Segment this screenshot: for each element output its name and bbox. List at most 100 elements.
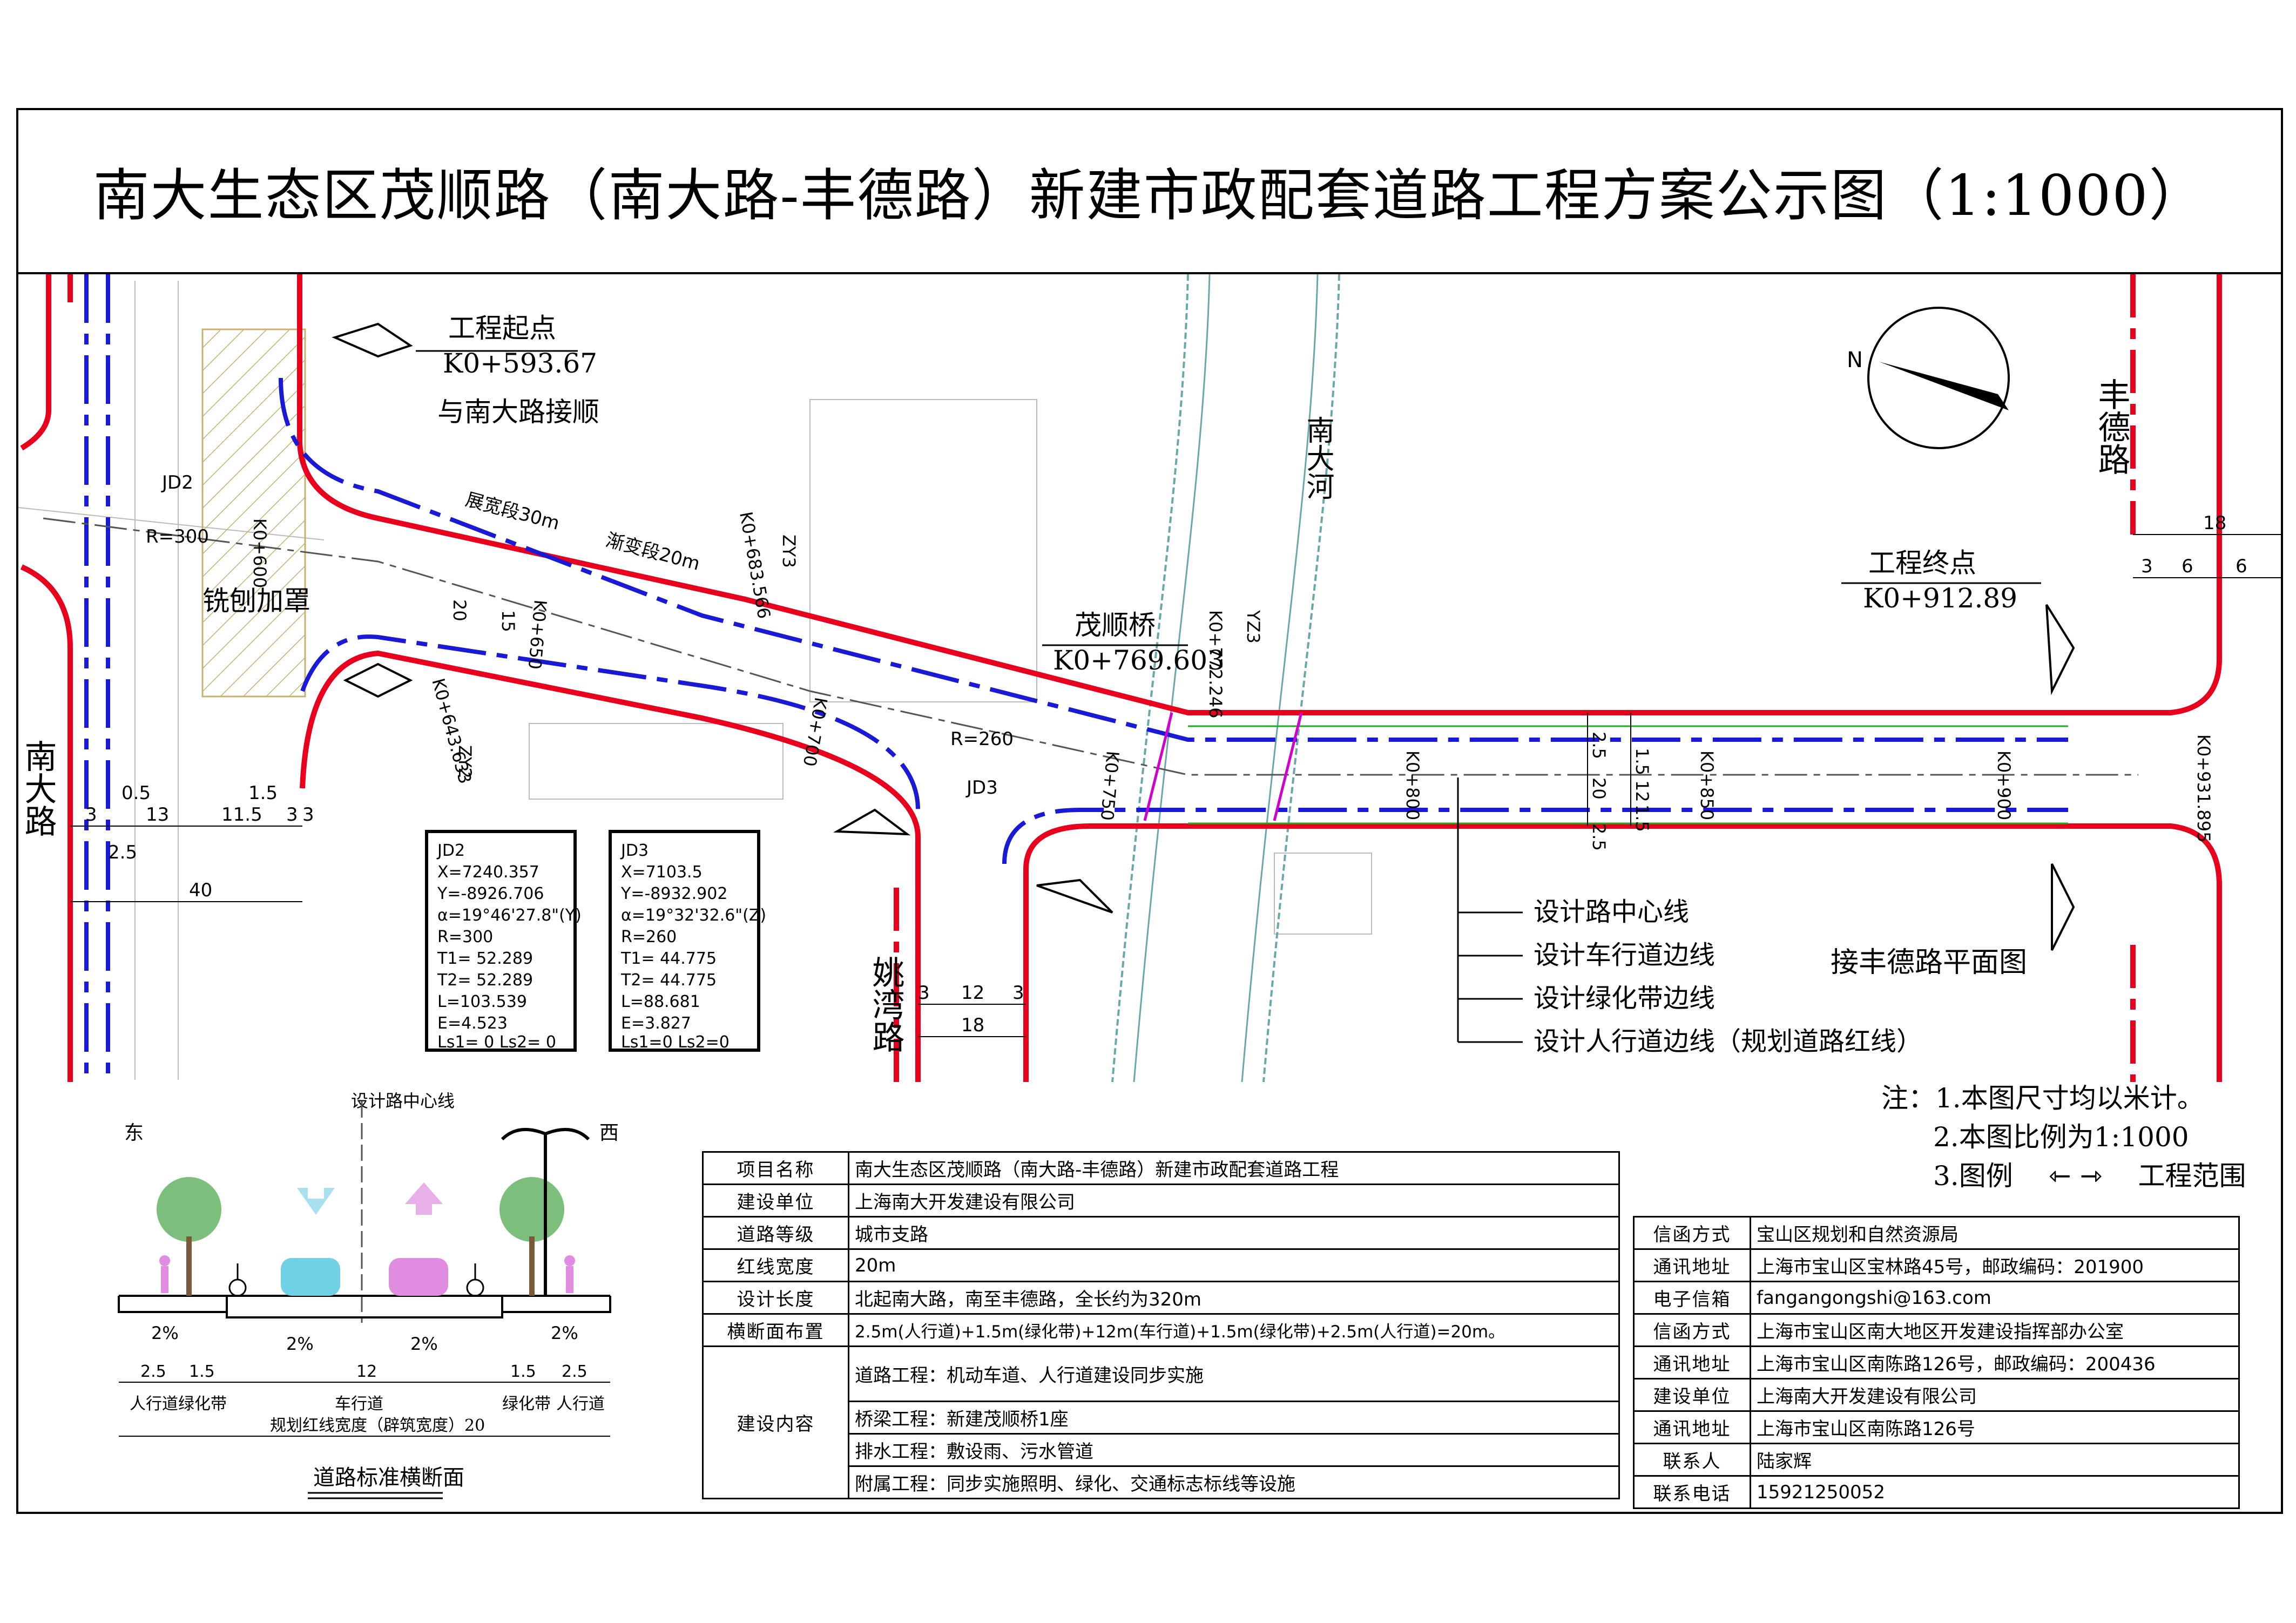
contact-info-table: 信函方式宝山区规划和自然资源局 通讯地址上海市宝山区宝林路45号，邮政编码：20…: [1633, 1216, 2240, 1509]
notes: 注：1.本图尺寸均以米计。 2.本图比例为1:1000 3.图例 ⇽ ⇾ 工程范…: [1881, 1079, 2246, 1195]
cs-profile: [118, 1295, 611, 1318]
cs-tree-left: [157, 1177, 221, 1296]
road-name-fengde: 丰德路: [2092, 378, 2130, 475]
table-row: 通讯地址上海市宝山区宝林路45号，邮政编码：201900: [1633, 1248, 2240, 1282]
cs-west: 西: [599, 1122, 619, 1144]
dims-fengde: 18 3 6 6 3: [2133, 512, 2281, 578]
svg-text:E=4.523: E=4.523: [437, 1014, 508, 1033]
station-k0-683: K0+683.566: [735, 510, 774, 620]
road-center-line: [43, 517, 2138, 776]
page-title: 南大生态区茂顺路（南大路-丰德路）新建市政配套道路工程方案公示图（1:1000）: [93, 162, 2206, 228]
station-k0-850: K0+850: [1697, 750, 1717, 820]
table-row: 建设内容道路工程：机动车道、人行道建设同步实施: [702, 1345, 1620, 1499]
svg-text:12: 12: [961, 982, 984, 1004]
sheet-frame: [16, 108, 2283, 1514]
table-row: 通讯地址上海市宝山区南陈路126号，邮政编码：200436: [1633, 1345, 2240, 1379]
svg-text:11.5: 11.5: [221, 804, 262, 826]
svg-text:3: 3: [85, 804, 97, 826]
cs-street-lamp: [501, 1128, 590, 1296]
legend-range-arrow-icon: ⇽ ⇾: [2048, 1160, 2103, 1192]
svg-text:绿化带: 绿化带: [178, 1395, 227, 1414]
svg-text:T1= 52.289: T1= 52.289: [437, 949, 533, 968]
svg-text:R=260: R=260: [621, 928, 677, 946]
svg-text:40: 40: [189, 880, 212, 901]
cs-red-line: 规划红线宽度（辟筑宽度）20: [270, 1416, 485, 1435]
svg-text:JD2: JD2: [436, 841, 465, 860]
dims-yaowan: 3 12 3 18: [918, 982, 1026, 1037]
dims-left: 3 0.5 13 2.5 11.5 1.5 3 3 40: [70, 782, 314, 902]
svg-text:20: 20: [449, 599, 470, 621]
dims-main: 2.5 1.5 12 20 1.5 2.5 20 15: [449, 599, 1652, 851]
svg-text:12: 12: [356, 1362, 377, 1381]
svg-text:1.5: 1.5: [1632, 804, 1652, 832]
zy3-label: ZY3: [779, 535, 799, 568]
station-k0-800: K0+800: [1402, 750, 1423, 820]
svg-text:2.5: 2.5: [1589, 823, 1609, 851]
svg-text:α=19°46'27.8"(Y): α=19°46'27.8"(Y): [437, 906, 582, 925]
north-arrow: N: [1847, 307, 2010, 449]
svg-text:Ls1= 0 Ls2= 0: Ls1= 0 Ls2= 0: [437, 1033, 556, 1052]
svg-text:R=300: R=300: [437, 928, 493, 946]
svg-text:13: 13: [146, 804, 169, 826]
note-3: 3.图例 ⇽ ⇾ 工程范围: [1881, 1157, 2246, 1195]
cs-cyclists: [228, 1263, 484, 1297]
note-3-label: 3.图例: [1933, 1160, 2013, 1192]
range-arrows: [332, 322, 2075, 951]
svg-text:0.5: 0.5: [121, 782, 151, 804]
legend-green-belt: 设计绿化带边线: [1534, 983, 1715, 1013]
table-row: 桥梁工程：新建茂顺桥1座: [703, 1401, 1620, 1435]
cs-east: 东: [124, 1122, 144, 1144]
svg-text:6: 6: [2182, 556, 2193, 577]
legend-carriageway: 设计车行道边线: [1534, 940, 1715, 970]
table-row: 联系人陆家辉: [1633, 1443, 2240, 1477]
svg-text:3: 3: [2141, 556, 2153, 577]
svg-text:1.5: 1.5: [189, 1362, 215, 1381]
svg-text:18: 18: [961, 1015, 984, 1036]
table-row: 排水工程：敷设雨、污水管道: [703, 1433, 1620, 1467]
svg-text:Y=-8926.706: Y=-8926.706: [437, 884, 544, 903]
river-bank-left: [1111, 274, 1189, 1082]
curve-point-labels: ZY2 ZY3 YZ3: [455, 535, 1264, 779]
svg-text:T2= 44.775: T2= 44.775: [620, 971, 717, 990]
bridge-markers: [1143, 712, 1303, 821]
table-row: 通讯地址上海市宝山区南陈路126号: [1633, 1410, 2240, 1444]
svg-text:2%: 2%: [151, 1323, 179, 1343]
svg-text:车行道: 车行道: [335, 1395, 383, 1414]
plan-legend: 设计路中心线 设计车行道边线 设计绿化带边线 设计人行道边线（规划道路红线）: [1457, 777, 1922, 1057]
title-band: 南大生态区茂顺路（南大路-丰德路）新建市政配套道路工程方案公示图（1:1000）: [16, 108, 2283, 274]
svg-text:X=7240.357: X=7240.357: [437, 863, 539, 882]
svg-text:3: 3: [302, 804, 314, 826]
station-k0-900: K0+900: [1994, 750, 2014, 820]
river-name: 南大河: [1301, 416, 1334, 500]
jd3-box: JD3 X=7103.5 Y=-8932.902 α=19°32'32.6"(Z…: [609, 830, 766, 1052]
cs-arrow-down: [297, 1188, 335, 1215]
table-row: 建设单位上海南大开发建设有限公司: [1633, 1378, 2240, 1412]
svg-text:2%: 2%: [410, 1334, 438, 1354]
svg-text:人行道: 人行道: [130, 1395, 178, 1414]
carriageway-edges: [84, 274, 2068, 1082]
milling-label: 铣刨加罩: [202, 585, 310, 617]
zy2-label: ZY2: [455, 745, 475, 779]
table-row: 信函方式宝山区规划和自然资源局: [1633, 1216, 2240, 1250]
bridge-station: K0+769.603: [1053, 645, 1225, 676]
cs-car-left: [281, 1258, 340, 1296]
table-row: 项目名称南大生态区茂顺路（南大路-丰德路）新建市政配套道路工程: [702, 1151, 1620, 1185]
bridge-label: 茂顺桥: [1075, 610, 1156, 641]
transition-section: 渐变段20m: [604, 529, 703, 575]
table-row: 建设单位上海南大开发建设有限公司: [702, 1184, 1620, 1218]
r300-label: R=300: [146, 526, 209, 547]
river-bank-right: [1262, 274, 1340, 1082]
note-2: 2.本图比例为1:1000: [1933, 1121, 2189, 1153]
station-k0-772: K0+772.246: [1205, 610, 1226, 718]
cs-caption: 道路标准横断面: [313, 1465, 464, 1490]
svg-text:Y=-8932.902: Y=-8932.902: [620, 884, 727, 903]
svg-text:2.5: 2.5: [1589, 732, 1609, 759]
station-k0-600: K0+600: [249, 518, 270, 588]
svg-text:T1= 44.775: T1= 44.775: [620, 949, 717, 968]
cs-center-line-label: 设计路中心线: [351, 1091, 455, 1111]
svg-text:L=88.681: L=88.681: [621, 992, 700, 1011]
svg-text:12: 12: [1632, 780, 1652, 802]
